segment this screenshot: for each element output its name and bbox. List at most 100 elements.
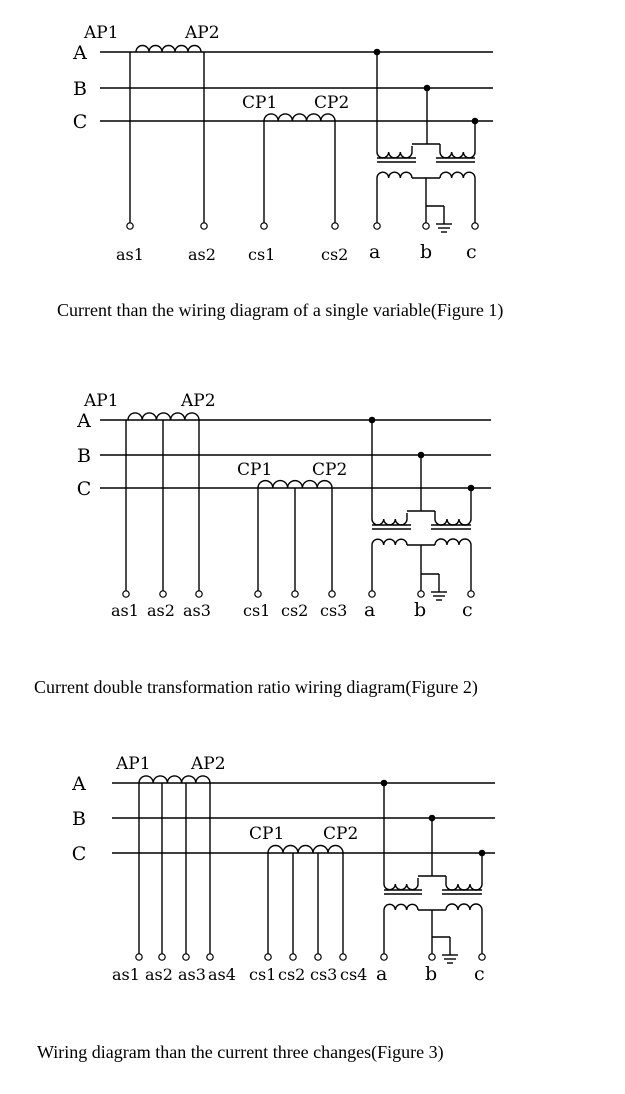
ct-a-terminal-label: as2 xyxy=(188,245,216,264)
ct-a-winding xyxy=(138,775,211,784)
ct-c-terminal-label: cs3 xyxy=(310,965,337,984)
ct-a-terminal-label: as1 xyxy=(112,965,140,984)
ct-c-terminal-label: cs1 xyxy=(243,601,270,620)
vt-primary-coil-left xyxy=(371,518,408,526)
voltage-transformer: a b c xyxy=(364,416,475,621)
ct-c-label-p1: CP1 xyxy=(237,460,272,480)
vt-terminal-ring-b xyxy=(428,953,436,961)
ct-a-terminal-label: as3 xyxy=(183,601,211,620)
phase-label-a: A xyxy=(71,773,86,795)
vt-terminal-ring-b xyxy=(422,222,430,230)
ct-c-terminal-ring xyxy=(254,590,262,598)
ct-c-label-p2: CP2 xyxy=(323,824,358,844)
phase-label-b: B xyxy=(73,78,87,100)
vt-terminal-label-c: c xyxy=(462,599,473,621)
phase-label-a: A xyxy=(76,410,91,432)
vt-terminal-ring-c xyxy=(467,590,475,598)
phase-label-a: A xyxy=(72,42,87,64)
ct-c-terminal-label: cs2 xyxy=(278,965,305,984)
ct-c-terminal-ring xyxy=(331,222,339,230)
ct-a-terminal-ring xyxy=(200,222,208,230)
phase-label-c: C xyxy=(72,843,87,865)
vt-secondary-coil-left xyxy=(371,538,408,546)
figure-caption-1: Current than the wiring diagram of a sin… xyxy=(57,300,503,321)
ct-c-terminal-label: cs2 xyxy=(281,601,308,620)
vt-terminal-ring-b xyxy=(417,590,425,598)
ct-a-label-p1: AP1 xyxy=(83,391,119,411)
vt-secondary-coil-right xyxy=(434,538,472,546)
ct-c-label-p2: CP2 xyxy=(314,93,349,113)
vt-terminal-label-c: c xyxy=(474,963,485,985)
ct-a-terminal-label: as2 xyxy=(145,965,173,984)
ct-c-terminal-ring xyxy=(291,590,299,598)
ct-a-terminal-ring xyxy=(126,222,134,230)
ct-a-terminal-label: as4 xyxy=(208,965,236,984)
vt-terminal-label-c: c xyxy=(466,241,477,263)
ct-c-label-p1: CP1 xyxy=(249,824,284,844)
ct-c-terminal-ring xyxy=(289,953,297,961)
vt-terminal-ring-c xyxy=(478,953,486,961)
vt-secondary-coil-right xyxy=(439,171,476,179)
ct-c-terminal-label: cs1 xyxy=(249,965,276,984)
ct-c-winding xyxy=(267,844,344,854)
ct-c-terminal-label: cs1 xyxy=(248,245,275,264)
ct-a-terminal-label: as1 xyxy=(116,245,144,264)
ct-a-terminal-label: as2 xyxy=(147,601,175,620)
ct-a-terminal-ring xyxy=(182,953,190,961)
ct-a-terminal-label: as3 xyxy=(178,965,206,984)
vt-primary-coil-left xyxy=(376,151,413,159)
ct-c-terminal-ring xyxy=(314,953,322,961)
ct-c-terminal-label: cs3 xyxy=(320,601,347,620)
ct-a-terminal-ring xyxy=(195,590,203,598)
figure-caption-3: Wiring diagram than the current three ch… xyxy=(37,1042,444,1063)
ct-c-winding xyxy=(263,113,336,122)
ct-c-terminal-ring xyxy=(328,590,336,598)
ct-a-terminal-ring xyxy=(122,590,130,598)
ct-phase-a: AP1 AP2 as1 as2 xyxy=(83,23,220,264)
phase-label-c: C xyxy=(77,478,92,500)
voltage-transformer: a b c xyxy=(369,48,479,263)
ct-a-terminal-ring xyxy=(158,953,166,961)
ct-a-label-p1: AP1 xyxy=(83,23,119,43)
vt-secondary-coil-left xyxy=(383,903,419,911)
vt-primary-coil-right xyxy=(439,151,476,159)
vt-secondary-coil-left xyxy=(376,171,413,179)
ct-c-terminal-ring xyxy=(260,222,268,230)
phase-label-c: C xyxy=(73,111,88,133)
vt-terminal-label-a: a xyxy=(364,599,375,621)
ct-c-label-p2: CP2 xyxy=(312,460,347,480)
ct-a-winding xyxy=(135,44,202,53)
ct-c-terminal-label: cs2 xyxy=(321,245,348,264)
ct-a-label-p2: AP2 xyxy=(190,754,226,774)
ct-c-terminal-label: cs4 xyxy=(340,965,367,984)
ct-a-terminal-label: as1 xyxy=(111,601,139,620)
ct-c-terminal-ring xyxy=(264,953,272,961)
vt-terminal-label-b: b xyxy=(420,241,432,263)
figure-caption-2: Current double transformation ratio wiri… xyxy=(34,677,478,698)
ct-a-terminal-ring xyxy=(159,590,167,598)
ct-a-label-p2: AP2 xyxy=(180,391,216,411)
ct-c-label-p1: CP1 xyxy=(242,93,277,113)
phase-label-b: B xyxy=(77,445,91,467)
ct-a-label-p2: AP2 xyxy=(184,23,220,43)
ct-phase-a: AP1 AP2 as1 as2 as3 xyxy=(83,391,216,620)
vt-secondary-coil-right xyxy=(445,903,483,911)
vt-terminal-ring-a xyxy=(373,222,381,230)
vt-primary-coil-right xyxy=(434,518,472,526)
ct-a-label-p1: AP1 xyxy=(115,754,151,774)
wiring-diagram-figure-2: ABC AP1 AP2 as1 as2 as3 CP1 CP2 cs1 cs2 cs3 a b cCurr… xyxy=(34,391,491,698)
vt-terminal-label-b: b xyxy=(414,599,426,621)
vt-terminal-label-a: a xyxy=(369,241,380,263)
ct-a-terminal-ring xyxy=(135,953,143,961)
phase-label-b: B xyxy=(72,808,86,830)
ct-c-terminal-ring xyxy=(339,953,347,961)
ct-c-winding xyxy=(257,479,333,489)
ct-a-terminal-ring xyxy=(206,953,214,961)
